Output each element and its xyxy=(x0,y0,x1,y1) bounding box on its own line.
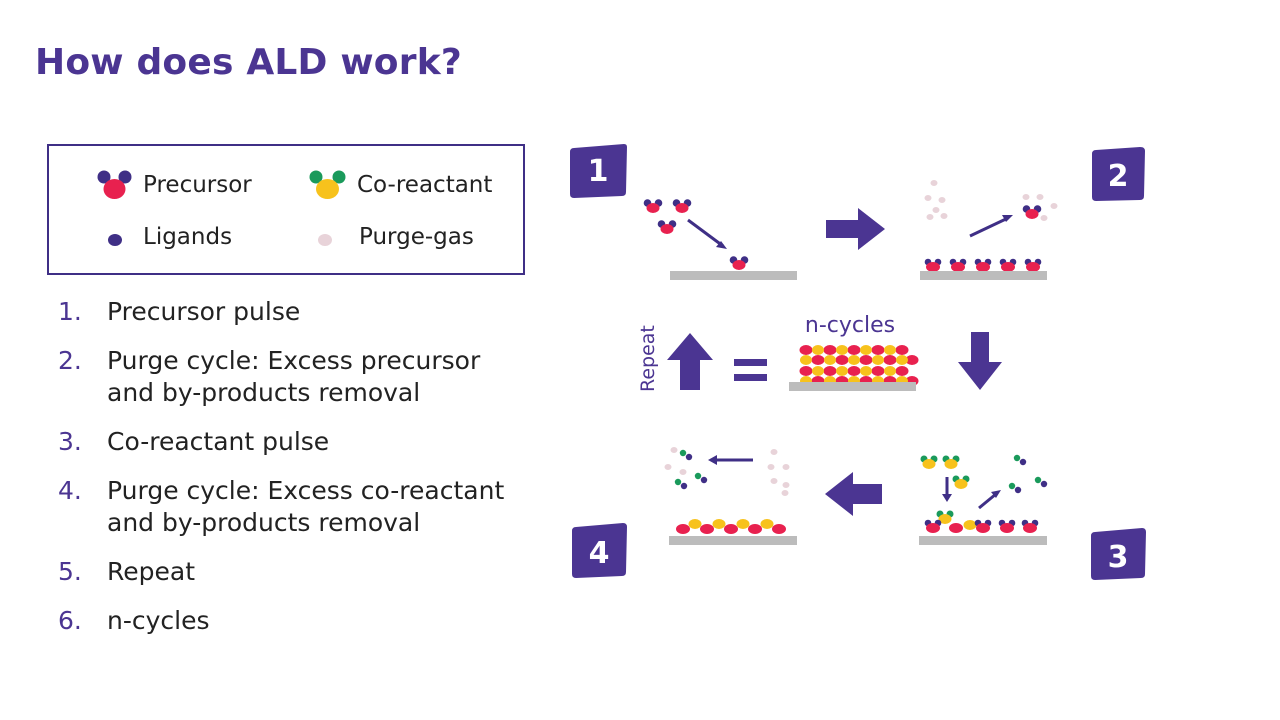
step-text: n-cycles xyxy=(107,606,210,635)
up-arrow-icon xyxy=(667,333,713,390)
precursor-icon xyxy=(97,170,132,199)
step-number: 1. xyxy=(58,297,82,326)
step-number: 4. xyxy=(58,476,82,505)
step-number: 3. xyxy=(58,427,82,456)
steps-list: 1. Precursor pulse 2. Purge cycle: Exces… xyxy=(58,296,504,654)
substrate xyxy=(919,536,1047,545)
step-number: 5. xyxy=(58,557,82,586)
badge-2-label: 2 xyxy=(1108,159,1129,194)
list-item: 5. Repeat xyxy=(58,556,504,588)
ligand-icon xyxy=(108,234,122,246)
substrate xyxy=(669,536,797,545)
legend-box: Precursor Co-reactant Ligands Purge-gas xyxy=(47,144,525,275)
badge-1-label: 1 xyxy=(588,154,609,189)
step-number: 6. xyxy=(58,606,82,635)
right-arrow-icon xyxy=(826,208,885,250)
list-item: 3. Co-reactant pulse xyxy=(58,426,504,458)
substrate xyxy=(670,271,797,280)
list-item: 1. Precursor pulse xyxy=(58,296,504,328)
repeat-label: Repeat xyxy=(637,325,659,392)
legend-purge-gas-label: Purge-gas xyxy=(359,224,474,250)
step-number: 2. xyxy=(58,346,82,375)
legend-precursor-label: Precursor xyxy=(143,172,252,198)
badge-1: 1 xyxy=(570,144,627,198)
legend-coreactant-label: Co-reactant xyxy=(357,172,493,198)
left-arrow-icon xyxy=(825,472,882,516)
step-1-panel: 1 xyxy=(570,144,797,280)
ald-cycle-diagram: 1 2 xyxy=(570,144,1146,580)
ncycles-block: n-cycles xyxy=(789,313,919,391)
step-2-panel: 2 xyxy=(920,147,1145,280)
badge-4-label: 4 xyxy=(589,536,610,571)
step-3-panel: 3 xyxy=(919,454,1146,580)
legend-ligands: Ligands xyxy=(103,224,232,250)
step-4-panel: 4 xyxy=(572,447,797,578)
badge-2: 2 xyxy=(1092,147,1145,201)
list-item: 6. n-cycles xyxy=(58,605,504,637)
substrate xyxy=(920,271,1047,280)
legend-ligands-label: Ligands xyxy=(143,224,233,250)
repeat-block: Repeat = xyxy=(637,325,767,392)
ncycles-label: n-cycles xyxy=(805,313,895,338)
step-text: Co-reactant pulse xyxy=(107,427,330,456)
step-text: Repeat xyxy=(107,557,196,586)
legend-purge-gas: Purge-gas xyxy=(313,224,474,250)
substrate xyxy=(789,382,916,391)
legend-coreactant: Co-reactant xyxy=(307,168,492,202)
step-text: Precursor pulse xyxy=(107,297,301,326)
down-arrow-icon xyxy=(958,332,1002,390)
badge-3: 3 xyxy=(1091,528,1146,580)
coreactant-icon xyxy=(309,170,346,199)
slide-title: How does ALD work? xyxy=(35,42,462,83)
legend-precursor: Precursor xyxy=(95,168,252,202)
badge-4: 4 xyxy=(572,523,627,578)
purge-gas-icon xyxy=(318,234,332,246)
badge-3-label: 3 xyxy=(1108,540,1129,575)
